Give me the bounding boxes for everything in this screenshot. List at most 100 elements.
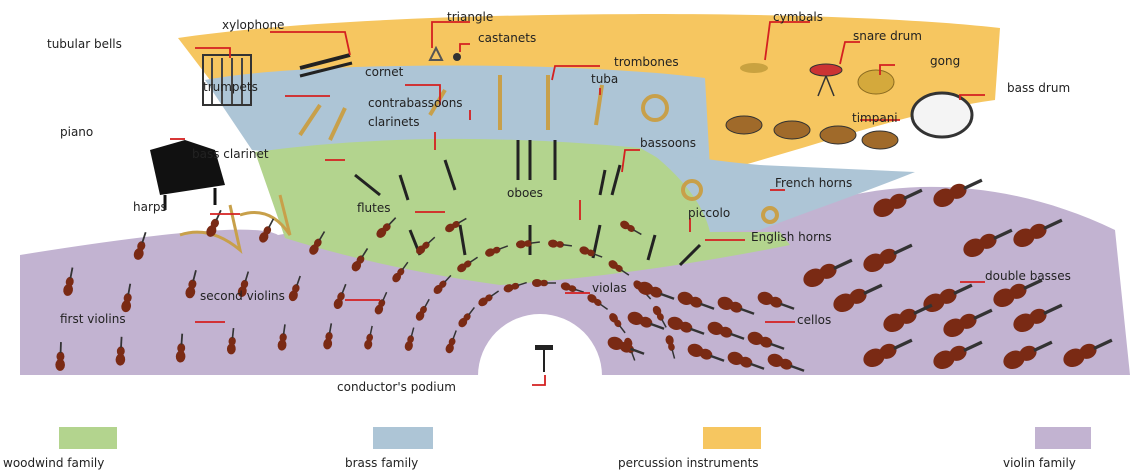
label-castanets: castanets [478,31,536,45]
castanets-illustration [453,53,461,61]
string-instrument-mark [226,328,236,355]
label-french-horns: French horns [775,176,852,190]
string-instrument-mark [607,336,645,355]
string-instrument-mark [767,353,805,372]
string-instrument-mark [259,218,275,243]
label-cymbals: cymbals [773,10,823,24]
string-instrument-mark [1003,340,1053,370]
string-instrument-mark [416,236,436,255]
label-trumpets: trumpets [203,80,258,94]
string-instrument-mark [717,296,755,315]
label-snare-drum: snare drum [853,29,922,43]
label-contrabassoons: contrabassoons [368,96,463,110]
string-instrument-mark [433,274,452,294]
label-harps: harps [133,200,167,214]
label-timpani: timpani [852,111,898,125]
string-instrument-mark [415,298,430,321]
label-gong: gong [930,54,960,68]
string-instrument-mark [1063,338,1113,368]
label-second-violins: second violins [200,289,285,303]
string-instrument-mark [55,342,65,371]
string-instrument-mark [687,343,725,362]
string-instrument-mark [665,335,676,359]
string-instrument-mark [323,323,333,350]
string-instrument-mark [933,340,983,370]
string-instrument-mark [376,217,397,238]
label-bassoons: bassoons [640,136,696,150]
string-instrument-mark [652,305,667,328]
xylophone-illustration [299,53,353,78]
string-instrument-mark [503,281,527,293]
string-instrument-mark [883,303,933,333]
cymbals-illustration [740,63,768,73]
string-instrument-mark [833,283,883,313]
string-instrument-mark [63,267,74,296]
triangle-illustration [428,45,444,61]
string-instrument-mark [351,248,369,272]
label-bass-clarinet: bass clarinet [192,147,269,161]
string-instrument-mark [608,260,630,276]
piano-illustration [150,140,225,210]
legend-swatch-percussion [703,427,761,449]
string-instrument-mark [121,283,132,313]
conductor-podium-illustration [535,345,553,372]
string-instrument-mark [458,307,475,328]
string-instrument-mark [309,231,326,255]
string-instrument-mark [923,283,973,313]
legend-label-woodwind: woodwind family [3,456,104,470]
label-violas: violas [592,281,627,295]
string-instrument-mark [803,258,853,288]
string-instrument-mark [993,278,1043,308]
string-instrument-mark [677,291,715,310]
label-english-horns: English horns [751,230,832,244]
legend: woodwind family brass family percussion … [3,427,1091,470]
gong-illustration [857,69,895,95]
label-xylophone: xylophone [222,18,284,32]
string-instrument-mark [727,351,765,370]
string-instrument-mark [374,291,388,315]
string-instrument-mark [115,336,126,366]
label-piano: piano [60,125,93,139]
label-trombones: trombones [614,55,679,69]
bass-drum-illustration [910,91,974,139]
string-instrument-mark [627,311,665,330]
string-instrument-mark [237,271,250,297]
string-instrument-mark [963,228,1013,258]
string-instrument-mark [457,256,479,273]
string-instrument-mark [277,324,287,351]
label-bass-drum: bass drum [1007,81,1070,95]
string-instrument-mark [620,220,642,236]
string-instrument-mark [206,209,222,237]
label-cellos: cellos [797,313,831,327]
string-instrument-mark [1013,218,1063,248]
string-instrument-mark [548,239,573,248]
label-double-basses: double basses [985,269,1071,283]
string-instrument-mark [478,290,500,307]
string-instrument-mark [288,275,301,302]
string-instrument-mark [757,291,795,310]
string-instrument-mark [392,261,409,283]
string-instrument-mark [943,308,993,338]
string-instrument-mark [933,178,983,208]
string-instrument-mark [445,330,457,354]
string-instrument-mark [579,246,603,258]
string-instrument-mark [516,240,540,249]
string-instrument-mark [560,282,585,293]
string-instruments-illustration [55,178,1113,372]
label-first-violins: first violins [60,312,126,326]
woodwind-instruments-illustration [354,140,702,267]
label-clarinets: clarinets [368,115,420,129]
string-instrument-mark [185,270,197,299]
string-instrument-mark [364,325,373,350]
string-instrument-mark [609,313,626,334]
legend-label-percussion: percussion instruments [618,456,759,470]
string-instrument-mark [747,331,785,350]
label-conductors-podium: conductor's podium [337,380,456,394]
label-flutes: flutes [357,201,391,215]
string-instrument-mark [445,217,467,233]
string-instrument-mark [707,321,745,340]
leader-lines [170,21,985,386]
instrument-labels: xylophone triangle castanets cymbals sna… [47,10,1071,394]
